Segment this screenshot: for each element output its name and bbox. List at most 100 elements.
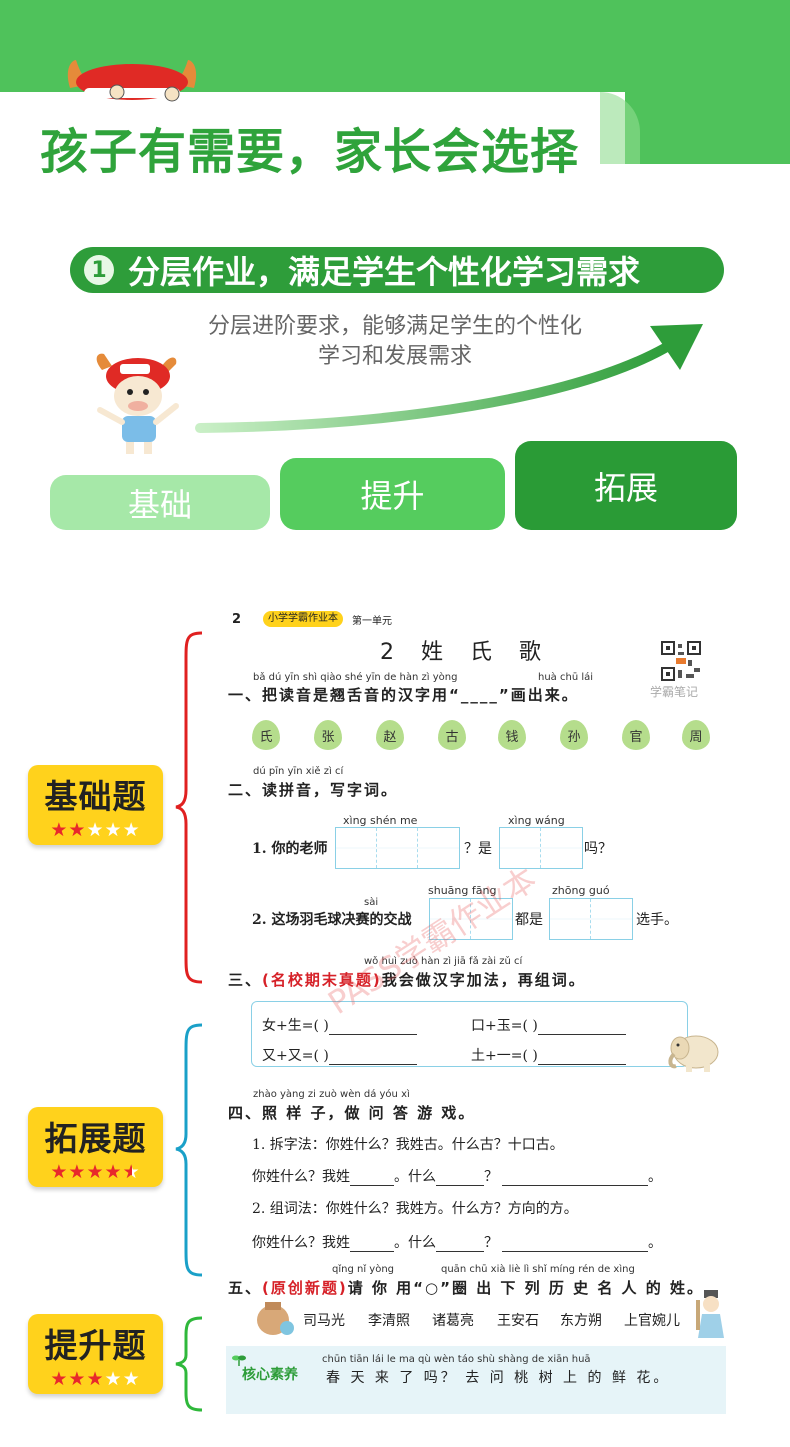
- historical-name[interactable]: 东方朔: [560, 1313, 602, 1329]
- star-icon: ★: [50, 1368, 69, 1390]
- q3-heading: 三、(名校期末真题)我会做汉字加法，再组词。: [228, 969, 586, 990]
- char-leaf: 周: [682, 720, 710, 750]
- elephant-icon: [668, 1035, 719, 1072]
- worksheet-page-number: 2: [232, 612, 242, 627]
- mascot-peeking-icon: [67, 60, 197, 102]
- star-icon: ★: [86, 819, 105, 841]
- q2-item1-pinyin-b: xìng wáng: [508, 814, 565, 827]
- writing-cell[interactable]: [541, 828, 582, 868]
- writing-cell[interactable]: [430, 899, 471, 939]
- badge-extend: 拓展题 ★★★★★: [28, 1107, 163, 1187]
- q3-row1-b: 口+玉=( ): [471, 1015, 626, 1035]
- core-literacy-label: 核心素养: [242, 1367, 298, 1383]
- q3-row2-a: 又+又=( ): [262, 1045, 417, 1065]
- section-banner: 1 分层作业，满足学生个性化学习需求: [70, 247, 724, 293]
- q3-label: 三、: [228, 971, 263, 989]
- q5-text: 请 你 用“○”圈 出 下 列 历 史 名 人 的 姓。: [347, 1279, 704, 1297]
- q2-pinyin: dú pīn yīn xiě zì cí: [253, 766, 344, 777]
- char-leaf: 孙: [560, 720, 588, 750]
- q2-item2-c: 选手。: [636, 912, 678, 928]
- star-icon: ★: [50, 1161, 69, 1183]
- star-icon: ★: [122, 1368, 141, 1390]
- level-basic: 基础: [50, 475, 270, 530]
- q5-label: 五、: [228, 1279, 263, 1297]
- star-icon: ★: [104, 1161, 123, 1183]
- badge-extend-stars: ★★★★★: [50, 1162, 140, 1182]
- q1-pinyin: bǎ dú yīn shì qiào shé yīn de hàn zì yòn…: [253, 672, 458, 683]
- star-icon: ★: [68, 1368, 87, 1390]
- badge-basic-stars: ★★★★★: [50, 820, 140, 840]
- q2-item2-pinyin-a: shuāng fāng: [428, 884, 497, 897]
- q4-line4: 你姓什么？我姓。什么？。: [252, 1235, 662, 1252]
- level-extend: 拓展: [515, 441, 737, 530]
- badge-improve: 提升题 ★★★★★: [28, 1314, 163, 1394]
- q5-pinyin-b: quān chū xià liè lì shǐ míng rén de xìng: [441, 1264, 635, 1275]
- q1-pinyin-2: huà chū lái: [538, 672, 594, 683]
- star-icon: ★: [104, 819, 123, 841]
- section-banner-text: 分层作业，满足学生个性化学习需求: [128, 253, 641, 291]
- bracket-basic: [175, 631, 203, 984]
- q2-text: 二、读拼音，写字词。: [228, 781, 399, 799]
- q4-pinyin: zhào yàng zi zuò wèn dá yóu xì: [253, 1089, 410, 1100]
- char-leaf: 官: [622, 720, 650, 750]
- writing-cell[interactable]: [500, 828, 541, 868]
- writing-cell[interactable]: [550, 899, 591, 939]
- badge-extend-title: 拓展题: [44, 1119, 147, 1158]
- q3-row1-a: 女+生=( ): [262, 1015, 417, 1035]
- page-title: 孩子有需要，家长会选择: [40, 124, 580, 180]
- writing-cell[interactable]: [418, 828, 459, 868]
- star-icon: ★: [86, 1161, 105, 1183]
- char-leaf: 氏: [252, 720, 280, 750]
- badge-improve-title: 提升题: [44, 1326, 147, 1365]
- badge-improve-stars: ★★★★★: [50, 1369, 140, 1389]
- writing-cell[interactable]: [377, 828, 418, 868]
- writing-cell[interactable]: [336, 828, 377, 868]
- qr-code-icon: [660, 640, 702, 682]
- qr-caption: 学霸笔记: [650, 685, 699, 699]
- q5-pinyin-a: qǐng nǐ yòng: [332, 1264, 395, 1275]
- writing-cell[interactable]: [591, 899, 632, 939]
- q4-text: 四、照 样 子，做 问 答 游 戏。: [228, 1104, 476, 1122]
- subtitle-line-1: 分层进阶要求，能够满足学生的个性化: [207, 314, 582, 339]
- q2-item2-pinyin-b: zhōng guó: [552, 884, 610, 897]
- historical-name[interactable]: 上官婉儿: [624, 1313, 680, 1329]
- q5-heading: 五、(原创新题)请 你 用“○”圈 出 下 列 历 史 名 人 的 姓。: [228, 1277, 704, 1298]
- scholar-icon: [696, 1290, 724, 1338]
- star-icon: ★: [86, 1368, 105, 1390]
- star-icon: ★: [122, 819, 141, 841]
- historical-name[interactable]: 诸葛亮: [432, 1313, 474, 1329]
- char-leaf: 钱: [498, 720, 526, 750]
- q5-tag: (原创新题): [262, 1279, 348, 1297]
- worksheet-lesson-title: 2 姓 氏 歌: [380, 640, 551, 665]
- writing-grid-2[interactable]: [499, 827, 583, 869]
- writing-grid-2[interactable]: [549, 898, 633, 940]
- q3-panel: [251, 1001, 688, 1067]
- star-icon: ★: [68, 819, 87, 841]
- section-number-badge: 1: [84, 255, 114, 285]
- q3-tag: (名校期末真题): [262, 971, 382, 989]
- char-leaf: 张: [314, 720, 342, 750]
- q2-item2-b: 都是: [515, 912, 543, 928]
- worksheet-book-tag: 小学学霸作业本: [263, 611, 343, 627]
- q2-item1-b: ？是: [464, 841, 492, 857]
- writing-cell[interactable]: [471, 899, 512, 939]
- q4-line3: 2. 组词法：你姓什么？我姓方。什么方？方向的方。: [252, 1201, 578, 1217]
- star-icon: ★: [68, 1161, 87, 1183]
- header-right-band: [625, 92, 790, 164]
- q2-item1-a: 1. 你的老师: [252, 841, 328, 857]
- writing-grid-2[interactable]: [429, 898, 513, 940]
- core-pinyin: chūn tiān lái le ma qù wèn táo shù shàng…: [322, 1354, 591, 1365]
- historical-name[interactable]: 司马光: [303, 1313, 345, 1329]
- badge-basic: 基础题 ★★★★★: [28, 765, 163, 845]
- header-title-panel: [0, 92, 625, 192]
- historical-name[interactable]: 李清照: [368, 1313, 410, 1329]
- star-icon: ★: [104, 1368, 123, 1390]
- historical-name[interactable]: 王安石: [497, 1313, 539, 1329]
- q2-item2-a: 2. 这场羽毛球决赛的交战: [252, 912, 412, 928]
- writing-grid-3[interactable]: [335, 827, 460, 869]
- q2-item1-c: 吗？: [584, 841, 612, 857]
- char-leaf: 赵: [376, 720, 404, 750]
- char-leaf: 古: [438, 720, 466, 750]
- star-icon: ★: [50, 819, 69, 841]
- section-subtitle: 分层进阶要求，能够满足学生的个性化 学习和发展需求: [150, 312, 640, 372]
